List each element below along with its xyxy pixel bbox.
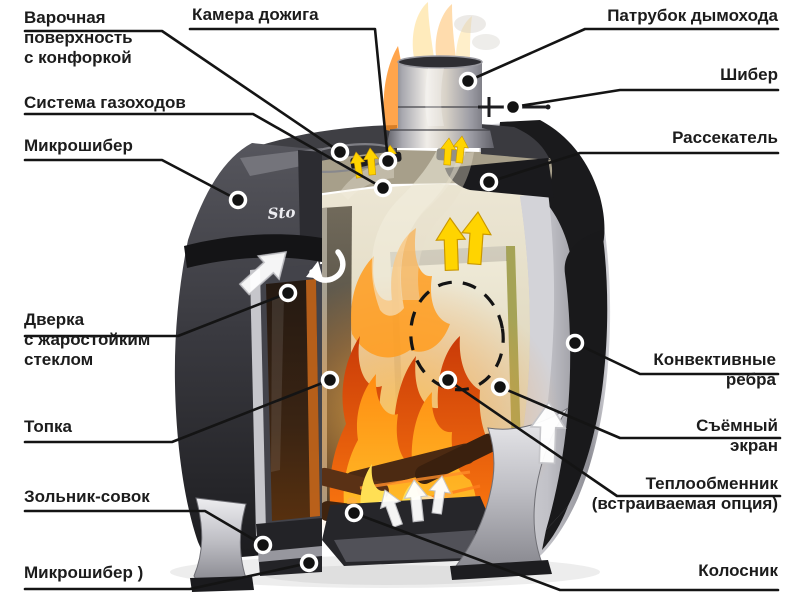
label-heat-exchanger: Теплообменник (встраиваемая опция) [591, 474, 778, 513]
callout-dot-grate [344, 503, 364, 523]
grate-base [322, 496, 498, 566]
label-convective-ribs: Конвективные рёбра [653, 350, 776, 389]
callout-dot-damper [503, 97, 523, 117]
leader-heat-exchanger [446, 378, 782, 498]
callout-dot-heat-exchanger [438, 370, 458, 390]
smoke [340, 134, 474, 316]
leader-grate [352, 511, 780, 592]
smoke-puff [454, 15, 486, 33]
label-door: Дверка с жаростойким стеклом [24, 310, 151, 369]
callout-dot-flue-system [373, 178, 393, 198]
label-afterburner-chamber: Камера дожига [192, 5, 319, 24]
label-micro-damper-top: Микрошибер [24, 136, 133, 155]
air-circulation-arrow-icon [306, 249, 346, 283]
callout-dots [228, 71, 585, 573]
callout-dot-door [278, 283, 298, 303]
leader-afterburner-chamber [188, 27, 390, 163]
leader-micro-damper-top [23, 158, 240, 202]
stove-front-body: Sto [174, 143, 322, 576]
label-baffle: Рассекатель [672, 128, 778, 147]
label-removable-screen: Съёмный экран [696, 416, 778, 455]
leader-door [23, 291, 290, 338]
chimney-pipe [383, 2, 500, 148]
label-flue-system: Система газоходов [24, 93, 186, 112]
door-glass [266, 279, 320, 521]
label-micro-damper-bottom: Микрошибер ) [24, 563, 144, 582]
leader-removable-screen [498, 385, 782, 440]
leader-damper [511, 88, 780, 109]
leader-flue-system [23, 112, 385, 190]
callout-dot-cooking-surface [330, 142, 350, 162]
brand-logo: Sto [267, 203, 296, 223]
leader-cooking-surface [23, 29, 342, 154]
leader-convective-ribs [573, 341, 780, 376]
label-firebox: Топка [24, 417, 72, 436]
callout-dot-micro-damper-bottom [299, 553, 319, 573]
leader-lines [23, 27, 782, 592]
callout-dot-firebox [320, 370, 340, 390]
leader-micro-damper-bottom [23, 561, 311, 591]
leader-baffle [487, 151, 780, 184]
callout-dot-afterburner-chamber [378, 151, 398, 171]
heat-exchanger-dashed-outline [409, 280, 505, 392]
leader-ash-pan [23, 509, 265, 547]
leader-firebox [23, 378, 332, 444]
leader-chimney-pipe [466, 27, 780, 83]
label-cooking-surface: Варочная поверхность с конфоркой [24, 8, 133, 67]
flame-above-pipe [412, 2, 434, 58]
callout-dot-baffle [479, 172, 499, 192]
callout-dot-removable-screen [490, 377, 510, 397]
label-damper: Шибер [720, 65, 778, 84]
callout-dot-micro-damper-top [228, 190, 248, 210]
label-chimney-pipe: Патрубок дымохода [607, 6, 778, 25]
label-grate: Колосник [698, 561, 778, 580]
label-ash-pan: Зольник-совок [24, 487, 150, 506]
callout-dot-convective-ribs [565, 333, 585, 353]
callout-dot-ash-pan [253, 535, 273, 555]
callout-dot-chimney-pipe [458, 71, 478, 91]
